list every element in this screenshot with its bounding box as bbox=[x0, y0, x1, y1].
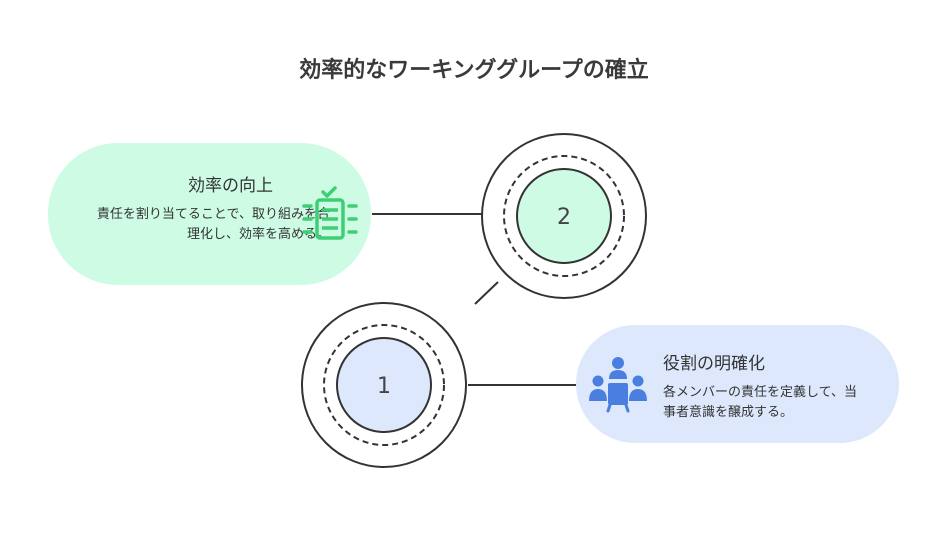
step-card-2: 効率の向上 責任を割り当てることで、取り組みを合理化し、効率を高める。 bbox=[48, 143, 371, 285]
step-description-2: 責任を割り当てることで、取り組みを合理化し、効率を高める。 bbox=[96, 207, 330, 242]
checklist-icon bbox=[302, 186, 358, 240]
step-number-2: 2 bbox=[557, 205, 571, 230]
step-number-1: 1 bbox=[377, 374, 391, 399]
step-title-1: 役割の明確化 bbox=[663, 354, 765, 374]
step-circle-1: 1 bbox=[301, 302, 467, 468]
step-description-1: 各メンバーの責任を定義して、当事者意識を醸成する。 bbox=[663, 385, 857, 420]
diagram-title: 効率的なワーキンググループの確立 bbox=[299, 58, 649, 83]
step-title-2: 効率の向上 bbox=[188, 176, 273, 196]
step-circle-2: 2 bbox=[481, 133, 647, 299]
step-card-1: 役割の明確化 各メンバーの責任を定義して、当事者意識を醸成する。 bbox=[576, 325, 899, 443]
connector-diagonal bbox=[474, 281, 499, 305]
team-meeting-icon bbox=[589, 357, 647, 413]
